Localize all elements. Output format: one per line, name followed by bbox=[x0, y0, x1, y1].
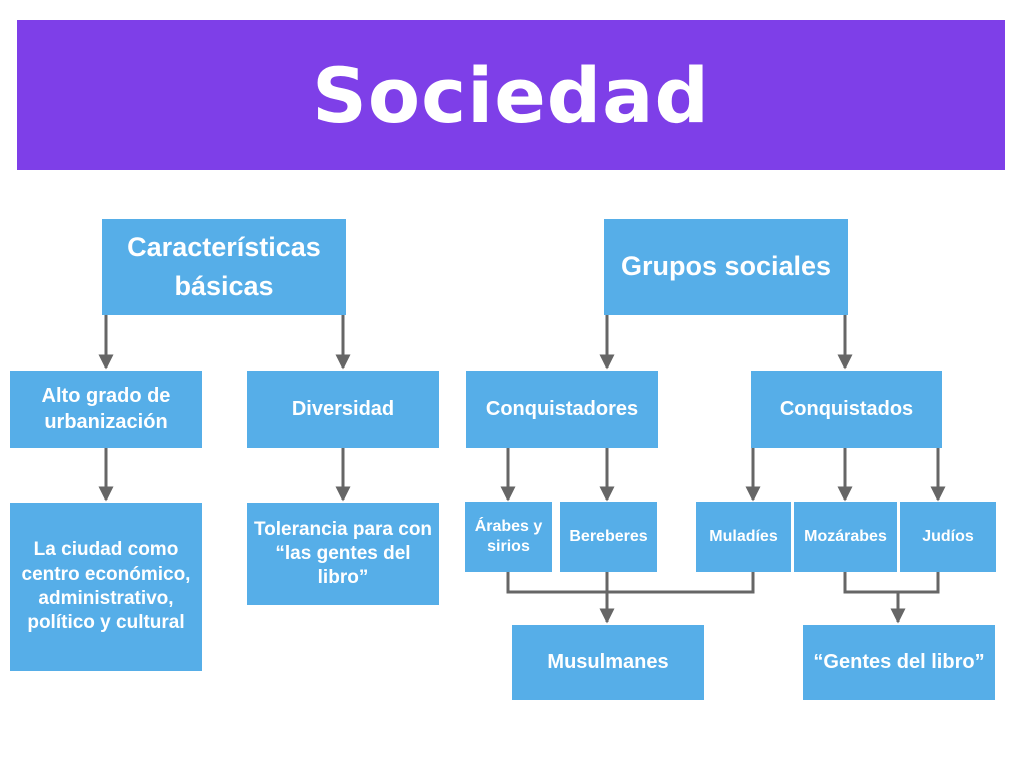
connector-gentes-merge bbox=[843, 572, 940, 594]
node-musulmanes: Musulmanes bbox=[512, 625, 704, 700]
node-alto-grado-urbanizacion: Alto grado de urbanización bbox=[10, 371, 202, 448]
node-ciudad-centro: La ciudad como centro económico, adminis… bbox=[10, 503, 202, 671]
node-conquistados: Conquistados bbox=[751, 371, 942, 448]
node-diversidad: Diversidad bbox=[247, 371, 439, 448]
node-judios: Judíos bbox=[900, 502, 996, 572]
node-muladies: Muladíes bbox=[696, 502, 791, 572]
title-banner: Sociedad bbox=[17, 20, 1005, 170]
node-gentes-del-libro: “Gentes del libro” bbox=[803, 625, 995, 700]
node-conquistadores: Conquistadores bbox=[466, 371, 658, 448]
node-bereberes: Bereberes bbox=[560, 502, 657, 572]
node-arabes-sirios: Árabes y sirios bbox=[465, 502, 552, 572]
connector-musulmanes-merge bbox=[506, 572, 755, 594]
page-title: Sociedad bbox=[312, 50, 710, 140]
node-tolerancia: Tolerancia para con “las gentes del libr… bbox=[247, 503, 439, 605]
node-mozarabes: Mozárabes bbox=[794, 502, 897, 572]
node-grupos-sociales: Grupos sociales bbox=[604, 219, 848, 315]
node-caracteristicas-basicas: Características básicas bbox=[102, 219, 346, 315]
